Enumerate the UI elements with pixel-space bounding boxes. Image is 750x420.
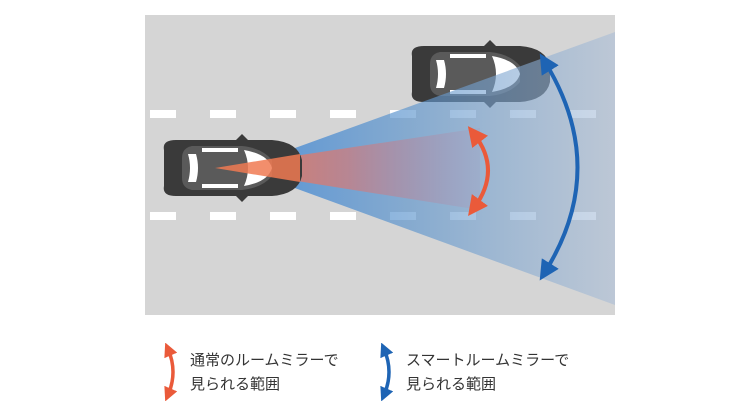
legend-smart-line2: 見られる範囲 [406,372,569,396]
legend-normal-line2: 見られる範囲 [190,372,339,396]
legend-normal-line1: 通常のルームミラーで [190,348,339,372]
double-arrow-icon [376,343,398,401]
legend-smart-mirror: スマートルームミラーで 見られる範囲 [376,343,569,401]
double-arrow-icon [160,343,182,401]
legend-normal-mirror: 通常のルームミラーで 見られる範囲 [160,343,339,401]
legend-smart-line1: スマートルームミラーで [406,348,569,372]
